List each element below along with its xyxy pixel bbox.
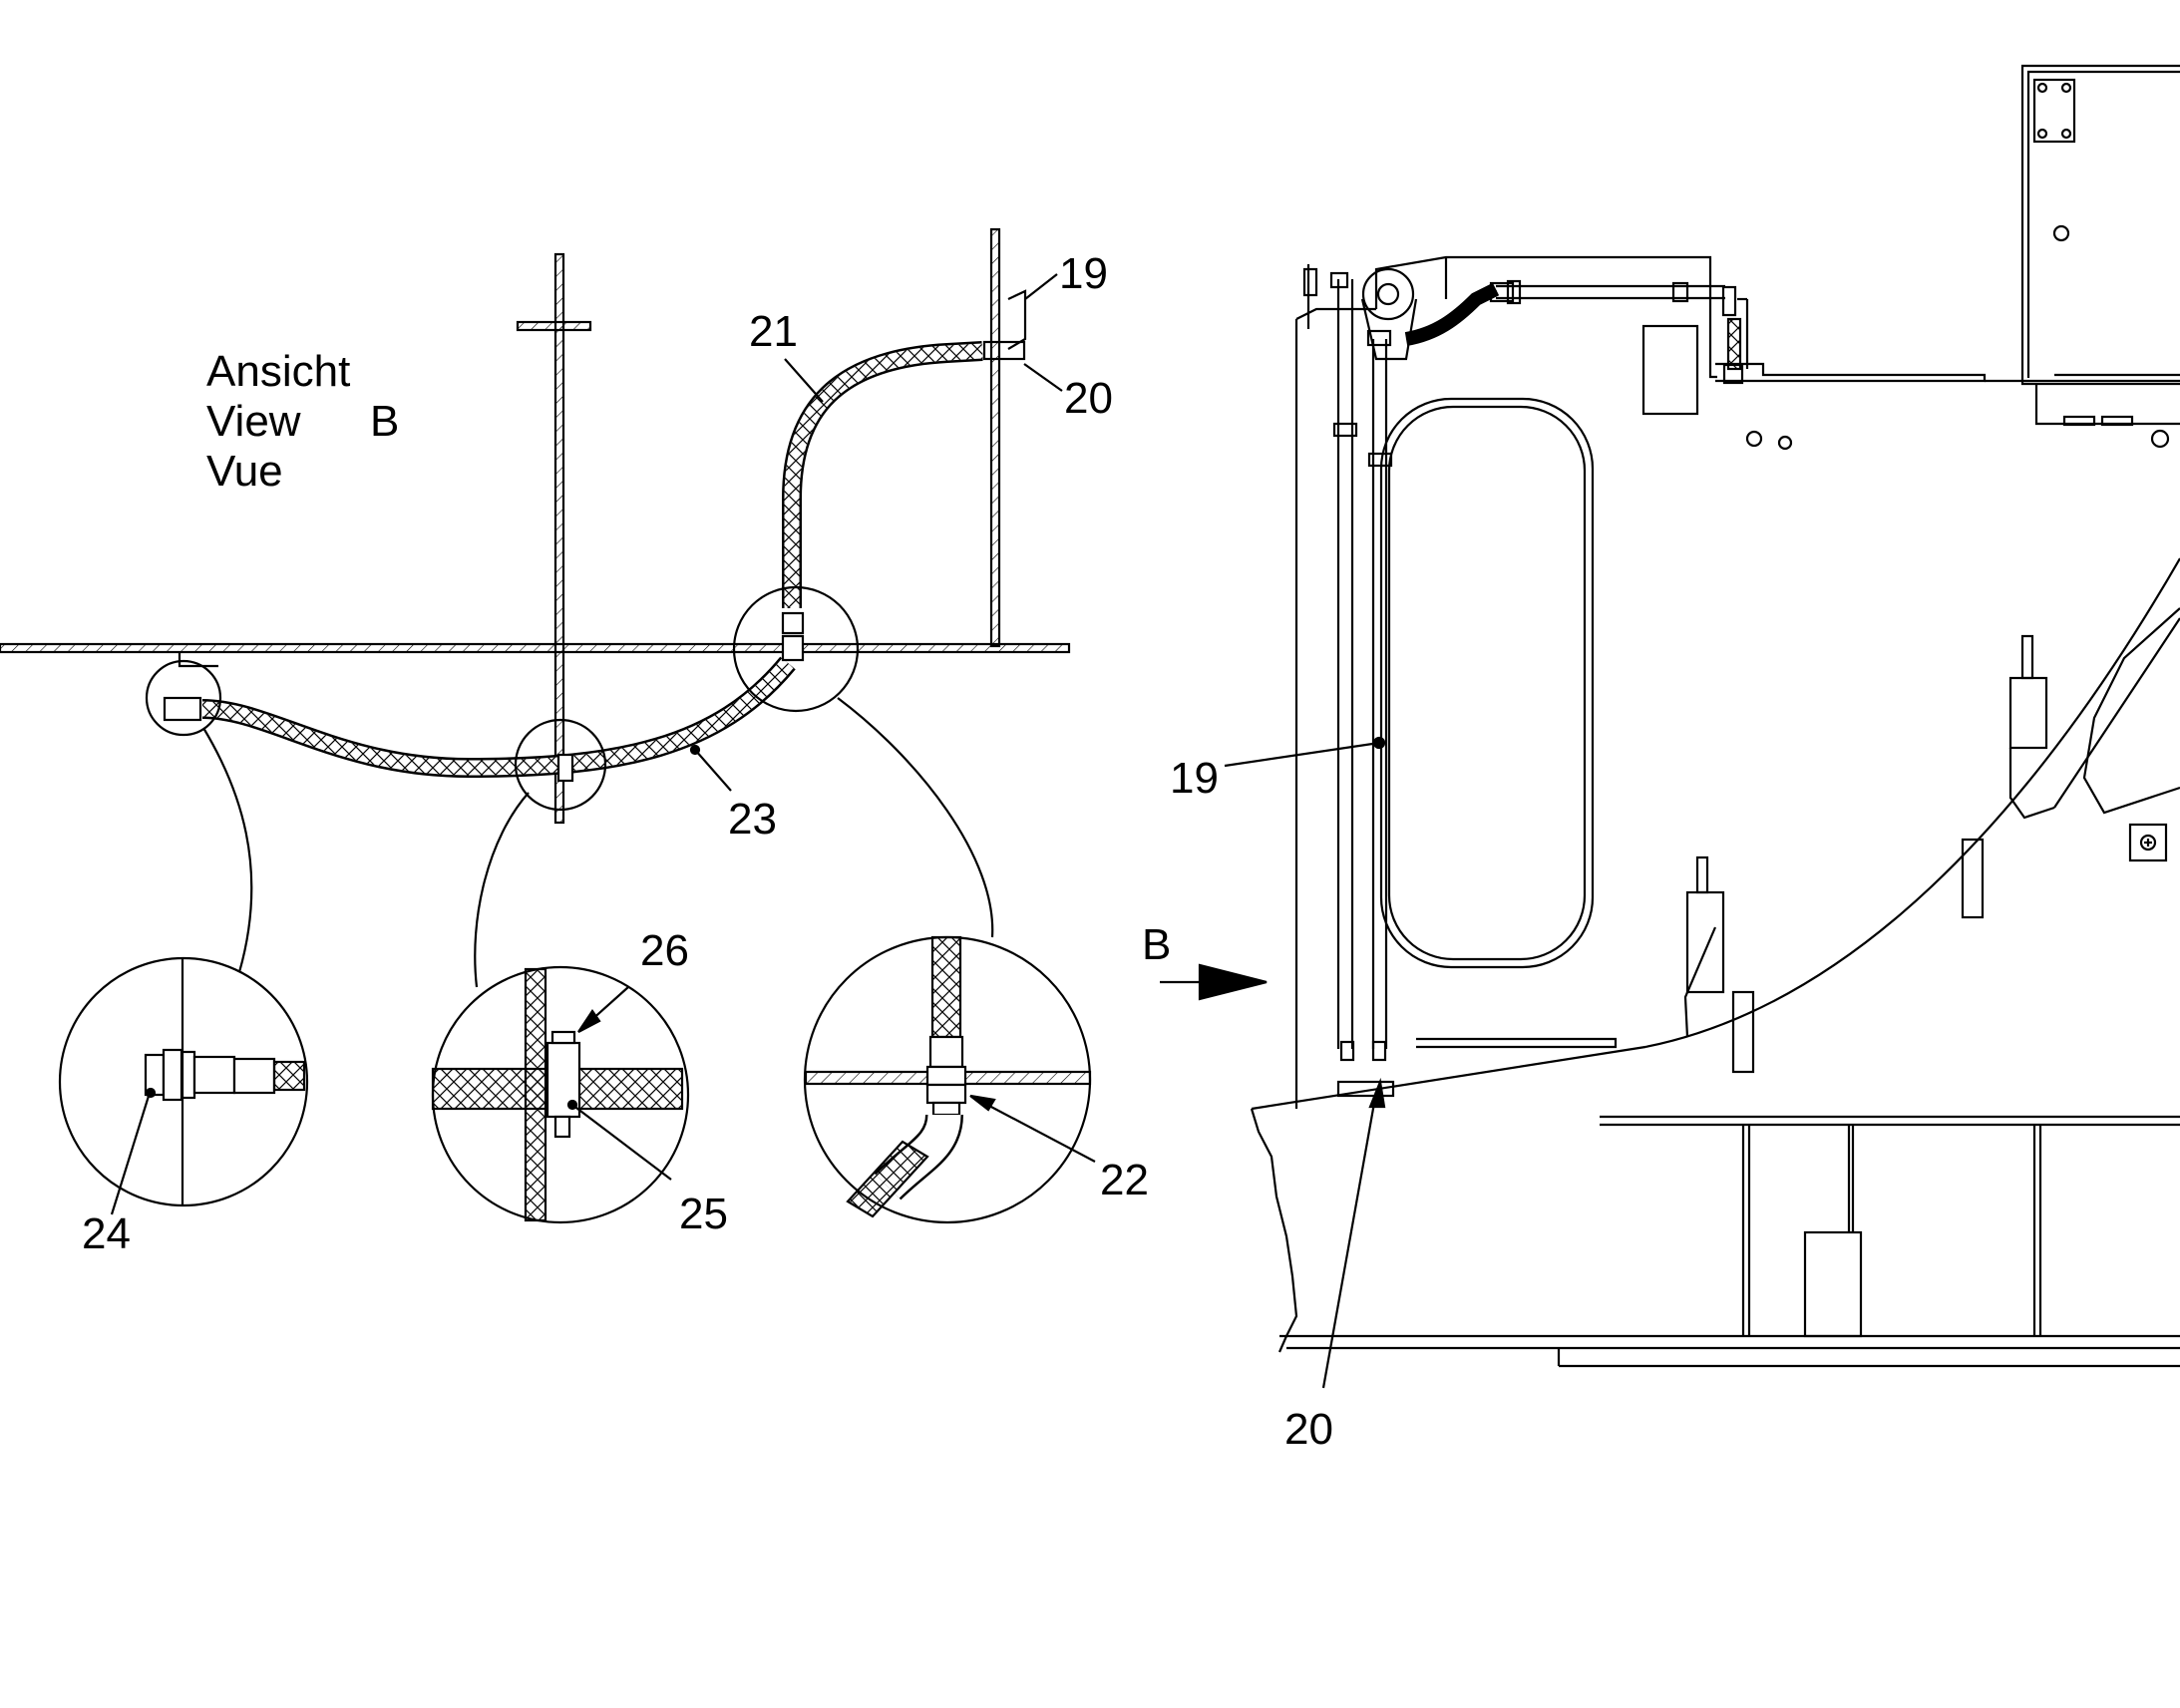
view-b-drawing (0, 227, 1096, 1224)
hose-23 (201, 656, 796, 779)
detail-circle-right (732, 585, 860, 713)
window-outer (1379, 397, 1595, 969)
machine-side-view (1224, 64, 2180, 1389)
callout-20-machine: 20 (1284, 1405, 1333, 1454)
callout-24: 24 (82, 1209, 131, 1258)
view-label-letter: B (370, 397, 399, 446)
callout-labels: 19 20 21 23 26 25 22 24 19 20 (82, 249, 1333, 1454)
view-label-vue: Vue (206, 447, 283, 496)
callout-19-machine: 19 (1170, 754, 1219, 803)
view-title: Ansicht View B Vue (206, 347, 399, 496)
callout-20-detail: 20 (1064, 374, 1113, 423)
callout-23: 23 (728, 795, 777, 844)
detail-circle-middle (514, 718, 607, 812)
arrow-label-b: B (1142, 920, 1171, 969)
detail-circle-left (145, 659, 222, 737)
callout-21: 21 (749, 307, 798, 356)
view-b-arrow (1160, 963, 1268, 1001)
vertical-plate-middle (553, 252, 565, 825)
callout-26: 26 (640, 926, 689, 975)
detail-24-circle (58, 956, 309, 1207)
hose-21 (782, 341, 983, 608)
callout-25: 25 (679, 1190, 728, 1238)
vertical-plate-right (989, 227, 1001, 648)
callout-19-detail: 19 (1059, 249, 1108, 298)
callout-22: 22 (1100, 1156, 1149, 1204)
view-label-ansicht: Ansicht (206, 347, 350, 396)
view-label-view: View (206, 397, 301, 446)
floor-plate (0, 642, 1071, 654)
